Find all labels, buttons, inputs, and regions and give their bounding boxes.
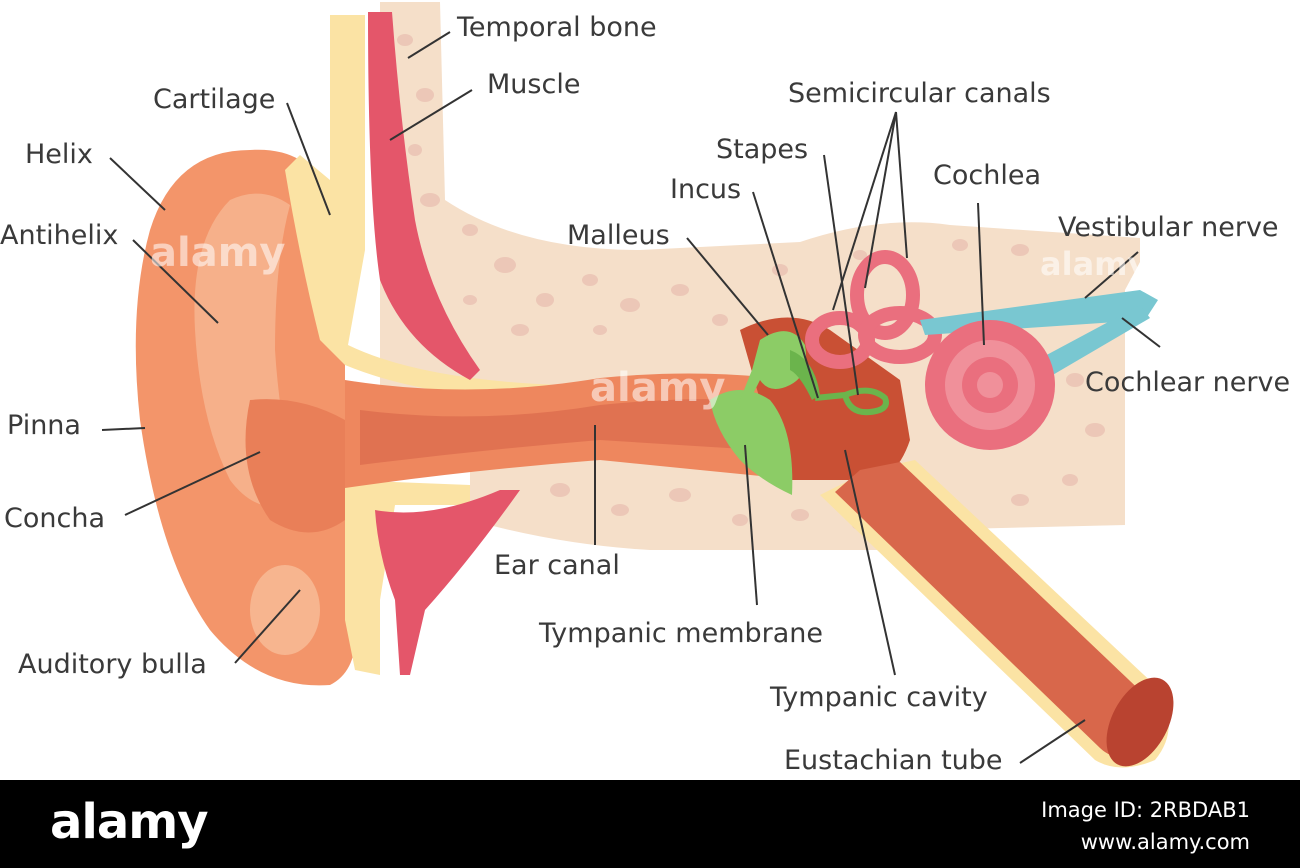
label-stapes: Stapes [716, 134, 809, 165]
label-cochlear-nerve: Cochlear nerve [1085, 367, 1291, 398]
footer-info: Image ID: 2RBDAB1 www.alamy.com [1041, 794, 1250, 858]
ear-diagram [101, 2, 1174, 768]
label-helix: Helix [25, 139, 93, 170]
label-auditory-bulla: Auditory bulla [18, 649, 207, 680]
image-id-text: Image ID: 2RBDAB1 [1041, 798, 1250, 822]
eustachian-tube-opening [1106, 677, 1174, 767]
ear-canal-inner [360, 399, 760, 465]
label-tympanic-membrane: Tympanic membrane [539, 618, 824, 649]
label-antihelix: Antihelix [0, 220, 119, 251]
label-ear-canal: Ear canal [494, 550, 620, 581]
label-tympanic-cavity: Tympanic cavity [770, 682, 988, 713]
label-concha: Concha [4, 503, 105, 534]
cochlea-shape [925, 320, 1055, 450]
watermark-left: alamy [150, 230, 286, 276]
site-url-text: www.alamy.com [1080, 830, 1250, 854]
stapes-shape [814, 387, 889, 416]
watermark-right: alamy [1040, 245, 1149, 283]
label-cochlea: Cochlea [933, 160, 1041, 191]
label-eustachian-tube: Eustachian tube [784, 745, 1003, 776]
lower-cartilage-shape [345, 480, 470, 675]
semicircular-canals-shape [805, 250, 942, 369]
label-semicircular-canals: Semicircular canals [788, 78, 1051, 109]
malleus-shape [738, 331, 806, 410]
alamy-logo: alamy [50, 794, 209, 850]
label-malleus: Malleus [567, 220, 670, 251]
eustachian-tube-inner [835, 462, 1157, 758]
label-incus: Incus [670, 174, 742, 205]
muscle-upper-shape [368, 12, 480, 380]
label-temporal-bone: Temporal bone [457, 12, 657, 43]
label-cartilage: Cartilage [153, 84, 276, 115]
leader-lines [101, 31, 1161, 764]
label-muscle: Muscle [487, 69, 581, 100]
stock-footer-bar: alamy Image ID: 2RBDAB1 www.alamy.com [0, 780, 1300, 868]
watermark-center: alamy [590, 365, 726, 411]
incus-shape [790, 350, 820, 400]
label-vestibular-nerve: Vestibular nerve [1058, 212, 1279, 243]
cartilage-shape [285, 15, 560, 400]
label-pinna: Pinna [7, 410, 81, 441]
concha-shape [245, 399, 345, 533]
muscle-lower-shape [375, 490, 520, 675]
tympanic-membrane-shape [710, 390, 793, 495]
lobe-highlight [250, 565, 320, 655]
bone-pores [397, 34, 1105, 530]
